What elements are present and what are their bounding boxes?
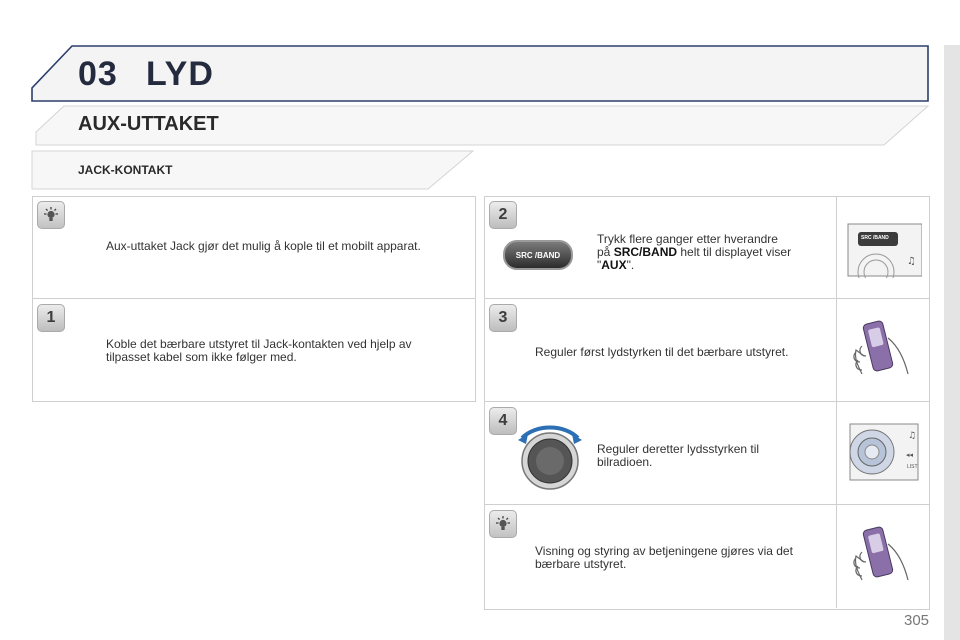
- hand-device-icon: [853, 526, 909, 581]
- chapter-title: LYD: [146, 55, 214, 93]
- step-2-line-2-suffix: helt til displayet viser: [677, 245, 792, 259]
- step-2-line-3-prefix: ": [597, 258, 602, 272]
- radio-src-label: SRC /BAND: [861, 235, 889, 241]
- radio-list-label: LIST: [907, 464, 918, 470]
- tip-panel: [32, 196, 476, 300]
- arrow-left-icon: [518, 434, 528, 444]
- svg-text:◂◂: ◂◂: [906, 451, 914, 459]
- step-3-badge: 3: [489, 304, 517, 332]
- tip-2-text: Visning og styring av betjeningene gjøre…: [535, 544, 793, 571]
- chapter-number: 03: [78, 55, 118, 93]
- step-2-line-1: Trykk flere ganger etter hverandre: [597, 232, 778, 246]
- row-divider: [484, 401, 930, 402]
- bulb-icon: [489, 510, 517, 538]
- row-divider: [484, 298, 930, 299]
- step-2-line-2-prefix: på: [597, 245, 614, 259]
- svg-text:♫: ♫: [907, 256, 916, 267]
- section-title: AUX-UTTAKET: [78, 113, 219, 135]
- step-4-text: Reguler deretter lydsstyrken til bilradi…: [597, 442, 760, 469]
- radio-knob-illustration: ♫ ◂◂: [849, 423, 919, 481]
- step-4-badge: 4: [489, 407, 517, 435]
- hand-device-icon: [853, 320, 909, 375]
- step-1-text: Koble det bærbare utstyret til Jack-kont…: [106, 337, 412, 364]
- src-band-label: SRC /BAND: [515, 250, 561, 260]
- step-1-panel: [32, 298, 476, 402]
- step-1-badge: 1: [37, 304, 65, 332]
- step-3-text: Reguler først lydstyrken til det bærbare…: [535, 345, 789, 359]
- step-2-badge: 2: [489, 201, 517, 229]
- bulb-icon: [37, 201, 65, 229]
- row-divider: [484, 504, 930, 505]
- header-frame: [31, 45, 930, 190]
- tip-text: Aux-uttaket Jack gjør det mulig å kople …: [106, 239, 421, 253]
- page-number: 305: [904, 612, 930, 629]
- side-tab: [944, 45, 960, 640]
- volume-knob-illustration: [518, 425, 582, 490]
- column-divider: [836, 196, 837, 608]
- aux-keyword: AUX: [601, 258, 627, 272]
- arrow-right-icon: [572, 434, 582, 444]
- radio-front-illustration: ♫: [847, 223, 922, 278]
- src-band-keyword: SRC/BAND: [613, 245, 678, 259]
- subsection-title: JACK-KONTAKT: [78, 163, 173, 177]
- svg-text:♫: ♫: [908, 431, 916, 441]
- step-2-line-3-suffix: ".: [626, 258, 635, 272]
- step-2-text: Trykk flere ganger etter hverandre på SR…: [597, 233, 827, 272]
- src-band-button: SRC /BAND: [503, 240, 573, 270]
